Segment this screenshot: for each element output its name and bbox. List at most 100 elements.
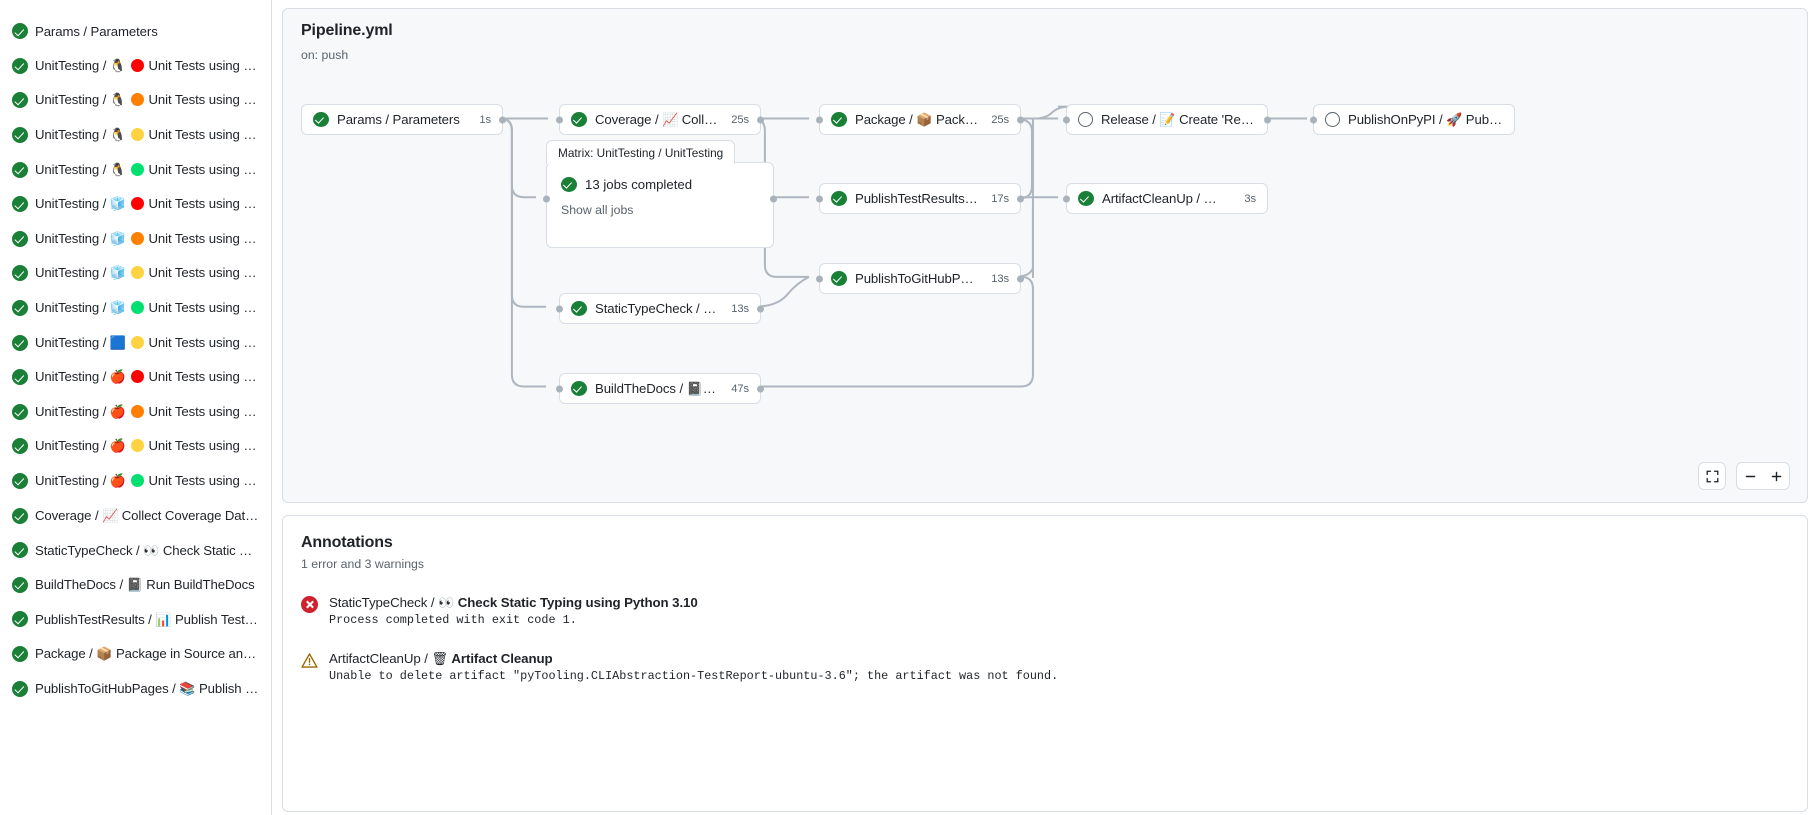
status-success-icon (12, 438, 28, 455)
sidebar-job-item[interactable]: StaticTypeCheck / 👀 Check Static Typing.… (4, 533, 267, 568)
graph-node-statictypecheck[interactable]: StaticTypeCheck / 👀 Chec... 13s (556, 293, 764, 324)
graph-node-artifactcleanup[interactable]: ArtifactCleanUp / 🗑 Artifac... 3s (1063, 183, 1268, 214)
graph-node-label: Coverage / 📈 Collect Cove... (595, 112, 720, 127)
python-version-swatch (130, 93, 144, 107)
python-version-swatch (130, 58, 144, 72)
os-icon: 🍎 (109, 403, 126, 419)
status-success-icon (571, 112, 587, 127)
sidebar-job-label: UnitTesting / 🧊 Unit Tests using Pyth... (35, 196, 259, 212)
node-handle-in (816, 275, 823, 282)
graph-node-label: PublishOnPyPI / 🚀 Publish to ... (1348, 112, 1503, 127)
status-success-icon (12, 645, 28, 662)
os-icon: 🍎 (109, 473, 126, 488)
node-handle-in (556, 385, 563, 392)
matrix-group-unittesting[interactable]: Matrix: UnitTesting / UnitTesting 13 job… (543, 140, 777, 248)
node-handle-in (1063, 116, 1070, 123)
graph-node-label: ArtifactCleanUp / 🗑 Artifac... (1102, 191, 1232, 206)
fit-screen-icon[interactable] (1699, 463, 1725, 489)
status-success-icon (12, 230, 28, 247)
python-version-swatch (130, 370, 144, 384)
os-icon: 📓 (126, 577, 143, 593)
graph-node-duration: 25s (991, 113, 1009, 126)
annotation-step-name: Artifact Cleanup (451, 651, 553, 666)
sidebar-job-item[interactable]: UnitTesting / 🧊 Unit Tests using Pyth... (4, 291, 267, 326)
python-version-swatch (130, 301, 144, 315)
sidebar-job-item[interactable]: PublishTestResults / 📊 Publish Test Resu… (4, 602, 267, 637)
sidebar-job-item[interactable]: UnitTesting / 🧊 Unit Tests using Pyth... (4, 256, 267, 291)
sidebar-job-label: Coverage / 📈 Collect Coverage Data usi..… (35, 508, 259, 524)
graph-node-publishonpypi[interactable]: PublishOnPyPI / 🚀 Publish to ... (1310, 104, 1515, 135)
sidebar-job-item[interactable]: UnitTesting / 🍎 Unit Tests using Pyth... (4, 395, 267, 430)
sidebar-job-item[interactable]: UnitTesting / 🟦 Unit Tests using Pyth... (4, 325, 267, 360)
fit-to-screen-button[interactable] (1698, 462, 1726, 490)
graph-edges (499, 105, 1308, 388)
sidebar-job-label: UnitTesting / 🍎 Unit Tests using Pyth... (35, 403, 259, 419)
error-icon (301, 596, 318, 627)
sidebar-job-label: PublishToGitHubPages / 📚 Publish to G... (35, 681, 259, 697)
graph-node-publishtestresults[interactable]: PublishTestResults / 📊 Pu... 17s (816, 183, 1024, 214)
os-icon: 👀 (143, 542, 160, 558)
sidebar-job-label: UnitTesting / 🧊 Unit Tests using Pyth... (35, 265, 259, 281)
sidebar-job-label: StaticTypeCheck / 👀 Check Static Typing.… (35, 542, 259, 558)
status-success-icon (571, 381, 587, 396)
status-success-icon (12, 334, 28, 351)
sidebar-job-label: UnitTesting / 🧊 Unit Tests using Pyth... (35, 230, 259, 246)
sidebar-job-item[interactable]: UnitTesting / 🧊 Unit Tests using Pyth... (4, 222, 267, 257)
sidebar-job-item[interactable]: Coverage / 📈 Collect Coverage Data usi..… (4, 498, 267, 533)
graph-node-params[interactable]: Params / Parameters 1s (301, 104, 506, 135)
node-handle-out (499, 116, 506, 123)
sidebar-job-item[interactable]: UnitTesting / 🧊 Unit Tests using Pyth... (4, 187, 267, 222)
status-success-icon (12, 265, 28, 282)
graph-node-label: PublishToGitHubPages / 📚 ... (855, 271, 980, 286)
graph-node-release[interactable]: Release / 📝 Create 'Release P... (1063, 104, 1271, 135)
status-success-icon (561, 177, 577, 192)
node-handle-out (770, 195, 777, 203)
graph-node-package[interactable]: Package / 📦 Package in So... 25s (816, 104, 1024, 135)
trigger-event: on: push (301, 48, 349, 62)
graph-node-coverage[interactable]: Coverage / 📈 Collect Cove... 25s (556, 104, 764, 135)
zoom-out-button[interactable] (1737, 463, 1763, 489)
sidebar-job-item[interactable]: UnitTesting / 🐧 Unit Tests using Pyth... (4, 49, 267, 84)
sidebar-job-item[interactable]: BuildTheDocs / 📓 Run BuildTheDocs (4, 568, 267, 603)
graph-node-buildthedocs[interactable]: BuildTheDocs / 📓 Run Buil... 47s (556, 373, 764, 404)
sidebar-job-item[interactable]: UnitTesting / 🍎 Unit Tests using Pyth... (4, 464, 267, 499)
os-icon: 📊 (155, 611, 172, 627)
os-icon: 🧊 (109, 196, 126, 212)
annotation-message: Process completed with exit code 1. (329, 613, 577, 627)
graph-node-duration: 3s (1244, 192, 1256, 205)
graph-node-publishtogithubpages[interactable]: PublishToGitHubPages / 📚 ... 13s (816, 263, 1024, 294)
node-handle-in (1063, 195, 1070, 202)
os-icon: 🧊 (109, 300, 126, 316)
graph-node-duration: 25s (731, 113, 749, 126)
sidebar-job-item[interactable]: UnitTesting / 🐧 Unit Tests using Pyth... (4, 152, 267, 187)
status-success-icon (12, 542, 28, 559)
status-success-icon (12, 127, 28, 144)
graph-node-duration: 47s (731, 382, 749, 395)
matrix-group-label: Matrix: UnitTesting / UnitTesting (546, 140, 736, 164)
status-success-icon (12, 611, 28, 628)
annotations-summary: 1 error and 3 warnings (301, 557, 425, 571)
sidebar-job-label: UnitTesting / 🐧 Unit Tests using Pyth... (35, 57, 259, 73)
show-all-jobs-link[interactable]: Show all jobs (561, 203, 634, 217)
sidebar-job-item[interactable]: UnitTesting / 🐧 Unit Tests using Pyth... (4, 83, 267, 118)
sidebar-job-item[interactable]: Params / Parameters (4, 14, 267, 49)
sidebar-job-item[interactable]: UnitTesting / 🍎 Unit Tests using Pyth... (4, 429, 267, 464)
graph-node-duration: 13s (731, 302, 749, 315)
annotation-step-name: Check Static Typing using Python 3.10 (457, 595, 698, 610)
status-success-icon (12, 369, 28, 386)
status-success-icon (571, 301, 587, 316)
annotation-message: Unable to delete artifact "pyTooling.CLI… (329, 669, 1059, 683)
workflow-graph-card: Pipeline.yml on: push (282, 8, 1808, 503)
zoom-in-button[interactable] (1763, 463, 1789, 489)
sidebar-job-item[interactable]: UnitTesting / 🍎 Unit Tests using Pyth... (4, 360, 267, 395)
node-handle-out (1017, 195, 1024, 202)
sidebar-job-item[interactable]: Package / 📦 Package in Source and Wh... (4, 637, 267, 672)
sidebar-job-label: BuildTheDocs / 📓 Run BuildTheDocs (35, 577, 255, 593)
sidebar-job-item[interactable]: UnitTesting / 🐧 Unit Tests using Pyth... (4, 118, 267, 153)
sidebar-job-item[interactable]: PublishToGitHubPages / 📚 Publish to G... (4, 671, 267, 706)
status-success-icon (12, 403, 28, 420)
status-success-icon (12, 473, 28, 490)
python-version-swatch (130, 128, 144, 142)
